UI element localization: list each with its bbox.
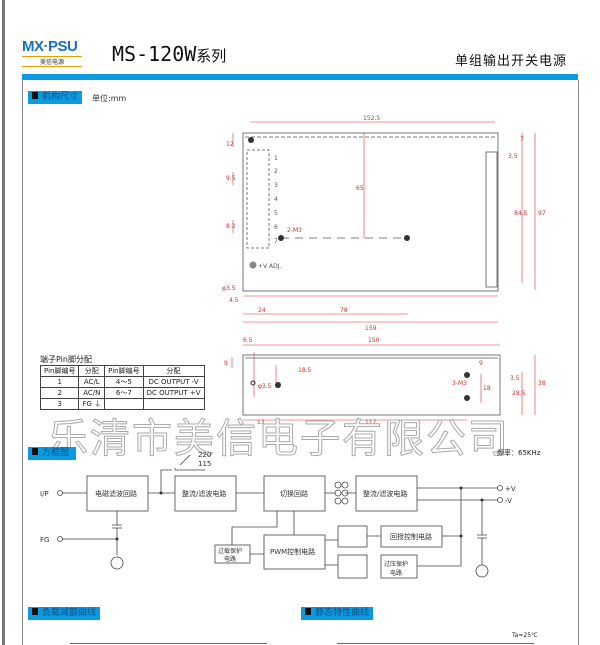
svg-text:φ3.5: φ3.5 <box>222 285 236 292</box>
svg-text:18.5: 18.5 <box>298 367 312 374</box>
svg-text:18: 18 <box>483 385 491 392</box>
svg-text:12: 12 <box>226 141 234 148</box>
svg-text:9.5: 9.5 <box>226 175 236 182</box>
header-bar <box>22 74 578 80</box>
svg-text:24: 24 <box>258 307 266 314</box>
svg-text:7: 7 <box>520 136 524 143</box>
svg-text:9: 9 <box>224 360 228 367</box>
svg-text:PWM控制电路: PWM控制电路 <box>270 547 315 556</box>
svg-text:回授控制电路: 回授控制电路 <box>390 532 432 541</box>
svg-text:3: 3 <box>274 182 278 189</box>
svg-text:28.5: 28.5 <box>512 390 526 397</box>
svg-text:整流/滤波电路: 整流/滤波电路 <box>363 489 407 498</box>
svg-text:4.5: 4.5 <box>229 297 239 304</box>
svg-text:3.5: 3.5 <box>510 375 520 382</box>
svg-text:115: 115 <box>198 460 211 468</box>
svg-text:150: 150 <box>368 337 380 344</box>
svg-text:过压保护: 过压保护 <box>384 560 408 568</box>
section-derating-curve: 负载减额曲线 <box>28 607 101 620</box>
section-static-curve: 静态特性曲线 <box>301 607 374 620</box>
svg-text:117: 117 <box>365 419 377 426</box>
svg-text:4: 4 <box>274 196 278 203</box>
svg-text:5: 5 <box>274 210 278 217</box>
svg-text:7: 7 <box>274 238 278 245</box>
svg-text:1: 1 <box>274 155 278 162</box>
frequency-label: 频率：65KHz <box>497 449 541 457</box>
unit-label: 单位:mm <box>92 94 127 103</box>
svg-text:97: 97 <box>538 210 546 217</box>
page-edge <box>2 0 5 645</box>
svg-text:过载保护: 过载保护 <box>218 547 242 555</box>
svg-text:9: 9 <box>479 360 483 367</box>
svg-text:65: 65 <box>356 185 364 192</box>
section-mechanical: 机构尺寸 <box>28 91 83 104</box>
svg-text:220: 220 <box>198 451 211 459</box>
svg-text:6.5: 6.5 <box>243 337 253 344</box>
watermark: 乐清市美信电子有限公司 <box>48 416 510 463</box>
svg-text:8.2: 8.2 <box>226 223 236 230</box>
product-subtitle: 单组输出开关电源 <box>455 54 568 69</box>
svg-text:切换回路: 切换回路 <box>280 489 308 498</box>
svg-text:+V: +V <box>505 485 516 493</box>
svg-text:电路: 电路 <box>390 569 402 577</box>
pin-table-caption: 端子Pin脚分配 <box>40 355 92 364</box>
svg-text:电磁滤波回路: 电磁滤波回路 <box>95 489 137 498</box>
static-chart-frame <box>337 643 534 644</box>
svg-text:-V: -V <box>505 497 512 505</box>
svg-text:6: 6 <box>274 224 278 231</box>
logo-subtext: 美信电源 <box>22 56 82 67</box>
logo: MX·PSU 美信电源 <box>22 38 82 67</box>
svg-text:2: 2 <box>274 168 278 175</box>
svg-text:φ3.5: φ3.5 <box>258 383 272 390</box>
svg-text:84.5: 84.5 <box>514 210 528 217</box>
svg-text:2-M3: 2-M3 <box>287 227 302 234</box>
svg-text:+V ADJ.: +V ADJ. <box>258 263 282 270</box>
derating-chart-frame <box>70 643 267 644</box>
section-block-diagram: 方框图 <box>28 447 76 460</box>
svg-text:3-M3: 3-M3 <box>452 380 467 387</box>
svg-text:整流/滤波电路: 整流/滤波电路 <box>182 489 226 498</box>
svg-text:13: 13 <box>257 419 265 426</box>
product-title: MS-120W系列 <box>112 42 227 66</box>
svg-text:38: 38 <box>538 380 546 387</box>
svg-text:I/P: I/P <box>40 490 49 498</box>
ambient-temp-label: Ta=25℃ <box>512 632 538 639</box>
svg-text:FG: FG <box>40 536 49 544</box>
content-frame <box>22 80 579 645</box>
svg-text:78: 78 <box>340 307 348 314</box>
svg-text:159: 159 <box>365 325 377 332</box>
svg-text:电路: 电路 <box>224 555 236 563</box>
svg-text:152.5: 152.5 <box>363 115 380 122</box>
svg-text:3.5: 3.5 <box>508 153 518 160</box>
logo-text: MX·PSU <box>22 38 78 55</box>
